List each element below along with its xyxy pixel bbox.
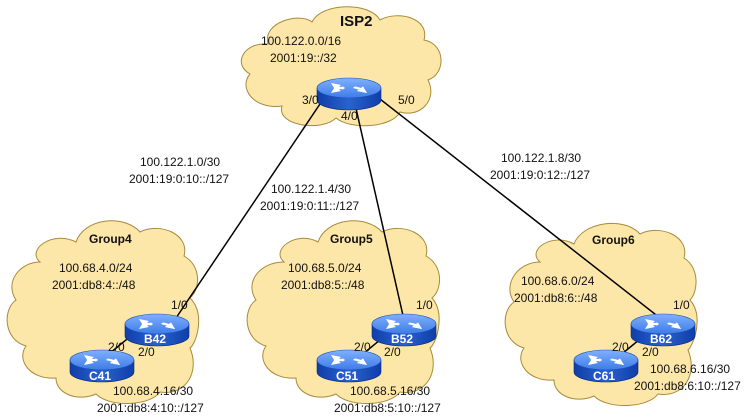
isp2-ipv6-prefix: 2001:19::/32: [270, 51, 337, 65]
c41-if-2-0: 2/0: [108, 340, 125, 354]
group5-ipv6-prefix: 2001:db8:5::/48: [281, 278, 365, 292]
router-name-c51: C51: [336, 369, 358, 383]
router-name-c61: C61: [593, 369, 615, 383]
group4-ipv6-prefix: 2001:db8:4::/48: [52, 278, 136, 292]
link-isp2-b62: [379, 98, 661, 319]
group5-ipv4-prefix: 100.68.5.0/24: [288, 261, 362, 275]
group5-internal-ipv4: 100.68.5.16/30: [350, 384, 430, 398]
isp2-ipv4-prefix: 100.122.0.0/16: [261, 34, 341, 48]
b42-if-2-0: 2/0: [138, 345, 155, 359]
c51-if-2-0: 2/0: [354, 340, 371, 354]
group6-ipv6-prefix: 2001:db8:6::/48: [514, 291, 598, 305]
b62-if-2-0: 2/0: [642, 345, 659, 359]
isp2-if-4-0: 4/0: [341, 109, 358, 123]
router-name-b42: B42: [144, 332, 166, 346]
link1-ipv4: 100.122.1.0/30: [140, 155, 220, 169]
group4-internal-ipv6: 2001:db8:4:10::/127: [97, 401, 204, 415]
router-name-b52: B52: [391, 332, 413, 346]
c61-if-2-0: 2/0: [612, 340, 629, 354]
group4-internal-ipv4: 100.68.4.16/30: [113, 384, 193, 398]
link1-ipv6: 2001:19:0:10::/127: [129, 172, 229, 186]
group6-cloud: [504, 222, 698, 407]
isp2-cloud: [240, 6, 442, 127]
b62-if-1-0: 1/0: [673, 298, 690, 312]
router-name-b62: B62: [650, 332, 672, 346]
group4-cloud: [6, 220, 200, 405]
link2-ipv6: 2001:19:0:11::/127: [260, 199, 360, 213]
isp2-if-3-0: 3/0: [302, 93, 319, 107]
b52-if-1-0: 1/0: [416, 298, 433, 312]
link3-ipv6: 2001:19:0:12::/127: [490, 168, 590, 182]
b42-if-1-0: 1/0: [171, 298, 188, 312]
group5-internal-ipv6: 2001:db8:5:10::/127: [334, 401, 441, 415]
isp2-title: ISP2: [340, 13, 373, 30]
group6-ipv4-prefix: 100.68.6.0/24: [521, 274, 595, 288]
router-name-c41: C41: [89, 369, 111, 383]
link2-ipv4: 100.122.1.4/30: [271, 182, 351, 196]
link-isp2-b42: [175, 100, 323, 319]
isp2-if-5-0: 5/0: [398, 93, 415, 107]
link-isp2-b52: [354, 103, 405, 321]
link3-ipv4: 100.122.1.8/30: [501, 151, 581, 165]
b52-if-2-0: 2/0: [384, 345, 401, 359]
group4-ipv4-prefix: 100.68.4.0/24: [59, 261, 133, 275]
router-isp2[interactable]: [316, 77, 382, 111]
group5-title: Group5: [330, 232, 373, 246]
group6-internal-ipv6: 2001:db8:6:10::/127: [634, 379, 741, 393]
group6-title: Group6: [592, 233, 635, 247]
group4-title: Group4: [89, 232, 132, 246]
group6-internal-ipv4: 100.68.6.16/30: [650, 362, 730, 376]
